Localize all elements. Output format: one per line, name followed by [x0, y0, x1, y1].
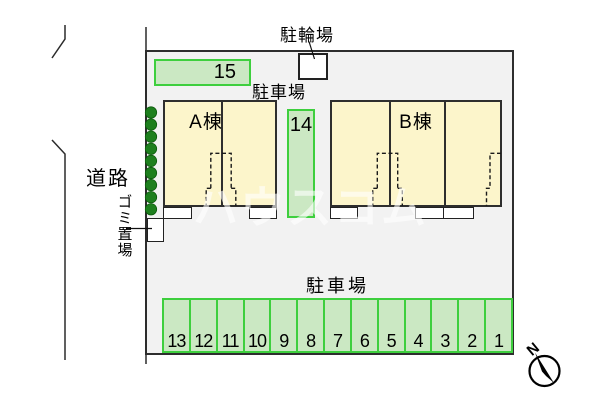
compass-circle — [528, 354, 561, 388]
porch — [249, 206, 277, 219]
bicycle-parking-box — [298, 53, 328, 80]
building-a-label: A棟 — [189, 112, 223, 133]
building-b-divider-2 — [444, 102, 446, 205]
stall-number: 10 — [247, 331, 267, 351]
parking-stall: 9 — [269, 298, 299, 353]
parking-stall: 2 — [457, 298, 487, 353]
stall-number: 15 — [213, 61, 236, 83]
compass-north-label: N — [524, 339, 543, 359]
parking-label-bottom: 駐車場 — [306, 276, 369, 296]
parking-stall: 6 — [349, 298, 379, 353]
stall-number: 5 — [386, 331, 397, 351]
parking-stall-15: 15 — [154, 59, 251, 86]
building-b: B棟 — [330, 100, 502, 207]
road-edge-line — [51, 139, 66, 360]
building-a: A棟 — [163, 100, 277, 207]
parking-stall: 11 — [215, 298, 245, 353]
road-label: 道路 — [86, 168, 130, 190]
parking-stall: 1 — [484, 298, 513, 353]
stall-number: 13 — [167, 331, 186, 351]
compass-icon: N — [524, 339, 561, 388]
road-edge-line — [51, 25, 66, 59]
stall-number: 2 — [467, 331, 477, 351]
porch — [442, 206, 474, 219]
stall-number: 12 — [194, 331, 213, 351]
compass-needle — [535, 352, 554, 383]
stall-number: 1 — [494, 331, 504, 351]
porch — [330, 206, 358, 219]
stall-number: 9 — [279, 331, 289, 351]
stall-number: 4 — [413, 331, 424, 351]
stall-number: 7 — [332, 331, 343, 351]
parking-label-top: 駐車場 — [252, 83, 306, 102]
parking-stall: 3 — [430, 298, 460, 353]
parking-stall: 12 — [188, 298, 218, 353]
garbage-label: ゴミ置場 — [115, 194, 133, 258]
parking-stall: 13 — [162, 298, 191, 353]
parking-stall: 8 — [296, 298, 326, 353]
parking-stall: 10 — [242, 298, 272, 353]
parking-stall: 7 — [323, 298, 352, 353]
porch — [415, 206, 444, 219]
stall-number: 6 — [359, 331, 370, 351]
porch — [163, 206, 192, 219]
parking-stall-14: 14 — [287, 109, 315, 218]
parking-stall: 5 — [376, 298, 406, 353]
bicycle-parking-label: 駐輪場 — [280, 26, 334, 45]
stall-number: 11 — [221, 331, 240, 351]
stall-number: 3 — [440, 331, 450, 351]
building-b-label: B棟 — [399, 112, 433, 133]
garbage-station-box — [147, 218, 164, 242]
stall-number: 8 — [306, 331, 316, 351]
stall-number: 14 — [289, 114, 313, 136]
parking-stall: 4 — [403, 298, 433, 353]
